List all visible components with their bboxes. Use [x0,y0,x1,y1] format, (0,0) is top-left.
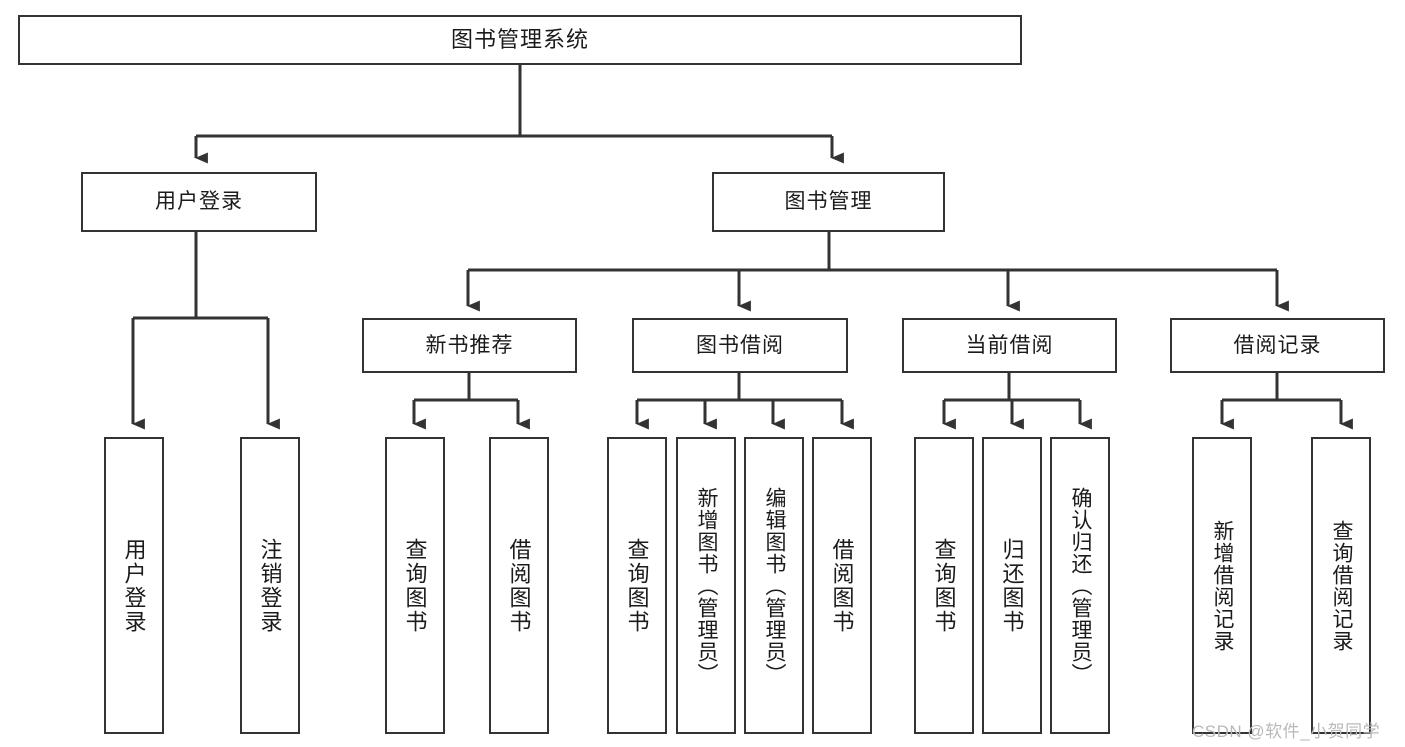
node-leaf-user-login[interactable]: 用户登录 [104,437,164,734]
node-label: 确认归还（管理员） [1069,486,1093,685]
node-label: 用户登录 [155,190,243,214]
node-leaf-add-book-admin[interactable]: 新增图书（管理员） [676,437,736,734]
node-label: 借阅图书 [506,537,532,634]
node-label: 归还图书 [999,537,1025,634]
node-label: 编辑图书（管理员） [763,486,787,685]
csdn-watermark: CSDN @软件_小贺同学 [1192,717,1380,742]
node-label: 查询图书 [402,537,428,634]
node-root-book-management-system[interactable]: 图书管理系统 [18,15,1022,65]
node-leaf-borrow-book[interactable]: 借阅图书 [812,437,872,734]
node-user-login[interactable]: 用户登录 [81,172,317,232]
node-leaf-logout[interactable]: 注销登录 [240,437,300,734]
node-label: 借阅记录 [1233,333,1322,357]
node-leaf-edit-book-admin[interactable]: 编辑图书（管理员） [744,437,804,734]
node-leaf-query-book-borrow[interactable]: 查询图书 [607,437,667,734]
node-label: 借阅图书 [829,537,855,634]
node-label: 查询借阅记录 [1330,519,1354,652]
node-leaf-return-book[interactable]: 归还图书 [982,437,1042,734]
node-new-book-recommend[interactable]: 新书推荐 [362,318,577,373]
node-leaf-borrow-book-recommend[interactable]: 借阅图书 [489,437,549,734]
node-label: 用户登录 [121,537,147,634]
node-label: 查询图书 [624,537,650,634]
node-borrow-record[interactable]: 借阅记录 [1170,318,1385,373]
node-leaf-query-book-current[interactable]: 查询图书 [914,437,974,734]
node-leaf-confirm-return-admin[interactable]: 确认归还（管理员） [1050,437,1110,734]
node-label: 注销登录 [257,537,283,634]
node-book-borrow[interactable]: 图书借阅 [632,318,848,373]
node-label: 新增图书（管理员） [695,486,719,685]
node-label: 图书管理系统 [450,26,589,52]
node-leaf-add-borrow-record[interactable]: 新增借阅记录 [1192,437,1252,734]
node-label: 当前借阅 [965,333,1054,357]
node-current-borrow[interactable]: 当前借阅 [902,318,1117,373]
node-leaf-query-borrow-record[interactable]: 查询借阅记录 [1311,437,1371,734]
node-label: 图书管理 [784,190,873,214]
node-label: 图书借阅 [696,333,784,357]
node-leaf-query-book-recommend[interactable]: 查询图书 [385,437,445,734]
node-label: 查询图书 [931,537,957,634]
node-book-management[interactable]: 图书管理 [712,172,945,232]
watermark-text: CSDN @软件_小贺同学 [1192,722,1381,741]
node-label: 新增借阅记录 [1211,519,1235,652]
node-label: 新书推荐 [425,333,514,357]
